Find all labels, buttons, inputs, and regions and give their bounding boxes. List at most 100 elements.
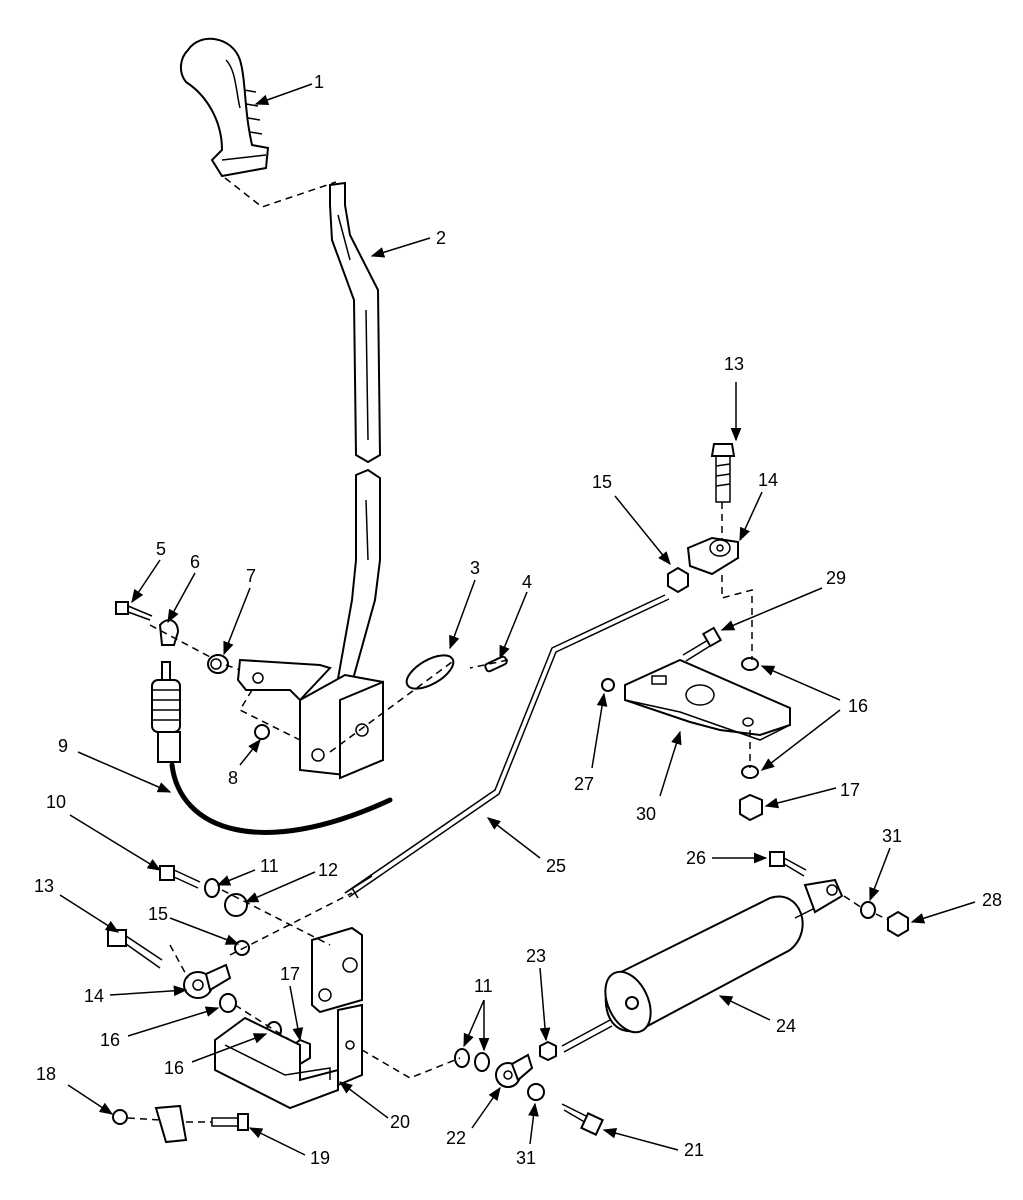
nut-18	[112, 1109, 128, 1125]
leader-31b	[869, 847, 891, 902]
leader-14a	[109, 985, 188, 997]
leader-arrows	[59, 83, 976, 1156]
lever-bracket	[236, 658, 384, 780]
callout-20: 20	[390, 1112, 410, 1132]
bolt-13-right	[710, 443, 736, 503]
callout-31a: 31	[516, 1148, 536, 1168]
washer-11-right-a	[454, 1048, 470, 1068]
leader-13a	[59, 894, 120, 933]
callout-15b: 15	[592, 472, 612, 492]
bolt-29	[682, 626, 723, 662]
leader-27	[591, 692, 608, 769]
nut-27	[601, 678, 615, 692]
callout-21: 21	[684, 1140, 704, 1160]
nut-28	[887, 910, 909, 938]
callout-25: 25	[546, 856, 566, 876]
cable-clip	[158, 619, 180, 646]
nut-8	[254, 724, 270, 740]
callout-11a: 11	[260, 856, 279, 876]
leader-11b-a	[463, 999, 485, 1048]
shift-lever	[329, 181, 382, 691]
leader-22	[471, 1086, 501, 1129]
callout-16c: 16	[848, 696, 868, 716]
leader-5	[131, 559, 161, 604]
washer-16-left-a	[219, 993, 237, 1013]
callout-6: 6	[190, 552, 200, 572]
leader-29	[720, 587, 823, 631]
callout-15a: 15	[148, 904, 168, 924]
shift-cable	[151, 661, 393, 835]
callout-1: 1	[314, 72, 324, 92]
callout-27: 27	[574, 774, 594, 794]
leader-28	[910, 901, 976, 924]
callout-5: 5	[156, 539, 166, 559]
leader-11a	[216, 869, 256, 886]
leader-25	[486, 817, 541, 859]
leader-6	[167, 572, 196, 624]
callout-labels: 1 2 3 4 5 6 7 8 9 10 11 12 13 14 15 16 1…	[34, 72, 1002, 1168]
leader-2	[370, 237, 431, 258]
callout-10: 10	[46, 792, 66, 812]
callout-14a: 14	[84, 986, 104, 1006]
callout-26: 26	[686, 848, 706, 868]
leader-10	[69, 814, 162, 871]
callout-29: 29	[826, 568, 846, 588]
rod-end-right	[803, 878, 844, 914]
callout-17b: 17	[840, 780, 860, 800]
callout-22: 22	[446, 1128, 466, 1148]
leader-14b	[739, 491, 763, 542]
bushing-7	[207, 654, 229, 674]
washer-31-right	[860, 901, 876, 919]
shift-knob	[180, 37, 270, 178]
rod-end-22	[495, 1053, 534, 1088]
leader-21	[602, 1127, 679, 1151]
leader-15a	[169, 917, 240, 945]
lock-washer-11	[204, 878, 220, 898]
leader-17a	[289, 985, 304, 1042]
callout-4: 4	[522, 572, 532, 592]
washer-16-right-a	[741, 657, 759, 671]
callout-12: 12	[318, 860, 338, 880]
callout-19: 19	[310, 1148, 330, 1168]
washer-11-right-b	[474, 1052, 490, 1072]
leader-16b	[191, 1033, 268, 1063]
leader-7	[223, 587, 251, 656]
bolt-19	[211, 1113, 249, 1131]
callout-13a: 13	[34, 876, 54, 896]
bolt-10	[159, 865, 201, 889]
callout-11b: 11	[474, 976, 493, 996]
shift-rod	[344, 594, 666, 894]
jam-nut-23	[539, 1040, 557, 1062]
alignment-lines	[127, 177, 889, 1123]
bolt-21	[561, 1103, 604, 1136]
callout-31b: 31	[882, 826, 902, 846]
callout-23: 23	[526, 946, 546, 966]
rod-end-14-left	[183, 963, 232, 999]
leader-1	[254, 83, 313, 105]
leader-31a	[528, 1102, 539, 1145]
callout-8: 8	[228, 768, 238, 788]
leader-9	[77, 751, 172, 793]
leader-16c-b	[760, 709, 841, 771]
callout-18: 18	[36, 1064, 56, 1084]
nut-17-right	[739, 793, 763, 822]
bolt-5	[115, 601, 153, 621]
bolt-13-left	[107, 929, 163, 969]
leader-16c-a	[760, 665, 841, 701]
jam-nut-15-right	[667, 566, 689, 594]
leader-4	[499, 591, 528, 660]
rod-end-14-right	[686, 536, 739, 576]
leader-17b	[764, 787, 837, 809]
leader-20	[338, 1081, 389, 1119]
flat-washer-12	[224, 893, 248, 917]
leader-8	[239, 738, 261, 766]
callout-9: 9	[58, 736, 68, 756]
callout-28: 28	[982, 890, 1002, 910]
callout-30: 30	[636, 804, 656, 824]
leader-24	[718, 995, 771, 1021]
callout-17a: 17	[280, 964, 300, 984]
pivot-sleeve	[405, 654, 455, 690]
callout-2: 2	[436, 228, 446, 248]
leader-12	[244, 871, 316, 903]
